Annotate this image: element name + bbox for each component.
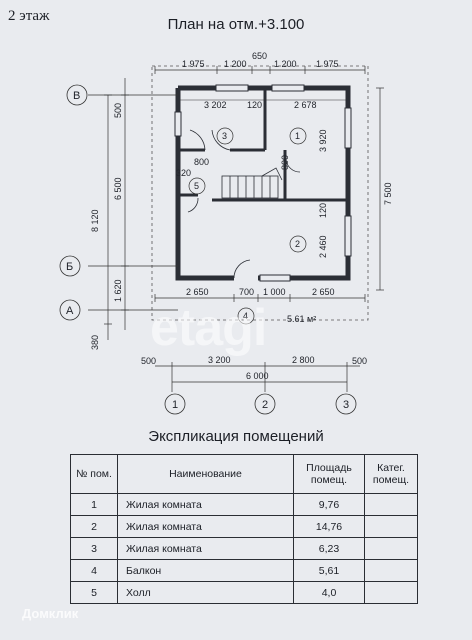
staircase xyxy=(221,167,283,199)
row-area: 9,76 xyxy=(293,493,365,516)
row-name: Жилая комната xyxy=(117,493,294,516)
row-area: 4,0 xyxy=(293,581,365,604)
axis-1: 1 xyxy=(172,399,178,411)
row-cat xyxy=(364,515,418,538)
row-area: 6,23 xyxy=(293,537,365,560)
dim-320: 320 xyxy=(176,168,191,178)
dim-top-5: 1 975 xyxy=(316,59,339,69)
dim-outer-1: 500 xyxy=(141,356,156,366)
table-row: 4 Балкон 5,61 xyxy=(70,559,418,582)
table-header-row: № пом. Наименование Площадь помещ. Катег… xyxy=(70,454,418,494)
header-area: Площадь помещ. xyxy=(293,454,365,494)
dim-left-1620: 1 620 xyxy=(113,279,123,302)
dim-inner-1: 3 202 xyxy=(204,100,227,110)
floor-plan-drawing: 1 975 1 200 650 1 200 1 975 xyxy=(59,51,393,415)
dim-top-4: 1 200 xyxy=(274,59,297,69)
dim-inner-right-1: 3 920 xyxy=(318,129,328,152)
row-cat xyxy=(364,537,418,560)
row-cat xyxy=(364,581,418,604)
table-row: 3 Жилая комната 6,23 xyxy=(70,537,418,560)
axis-2: 2 xyxy=(262,399,268,411)
axis-v: В xyxy=(73,90,80,102)
dim-left-500: 500 xyxy=(113,103,123,118)
dim-inner-3: 2 678 xyxy=(294,100,317,110)
dim-right-7500: 7 500 xyxy=(383,182,393,205)
row-name: Жилая комната xyxy=(117,515,294,538)
table-row: 1 Жилая комната 9,76 xyxy=(70,493,418,516)
row-name: Балкон xyxy=(117,559,294,582)
dim-inner-2: 120 xyxy=(247,100,262,110)
axis-be: Б xyxy=(66,261,73,273)
dim-top-3: 650 xyxy=(252,51,267,61)
table-row: 2 Жилая комната 14,76 xyxy=(70,515,418,538)
dim-left-380: 380 xyxy=(90,335,100,350)
dim-inner-right-3: 2 460 xyxy=(318,235,328,258)
row-cat xyxy=(364,559,418,582)
outer-walls xyxy=(175,85,351,281)
dim-bottom-3: 1 000 xyxy=(263,287,286,297)
row-area: 14,76 xyxy=(293,515,365,538)
table-row: 5 Холл 4,0 xyxy=(70,581,418,604)
top-dimension-line xyxy=(154,66,366,74)
row-num: 1 xyxy=(70,493,118,516)
row-name: Жилая комната xyxy=(117,537,294,560)
room-4-number: 4 xyxy=(243,311,248,321)
dim-outer-4: 500 xyxy=(352,356,367,366)
row-name: Холл xyxy=(117,581,294,604)
room-3-number: 3 xyxy=(222,131,227,141)
row-num: 5 xyxy=(70,581,118,604)
axis-3: 3 xyxy=(343,399,349,411)
room-2-number: 2 xyxy=(295,239,300,249)
dim-outer-2: 3 200 xyxy=(208,355,231,365)
room-markers xyxy=(188,127,307,325)
brand-watermark: Домклик xyxy=(22,606,79,621)
room-5-number: 5 xyxy=(194,181,199,191)
dim-left-6500: 6 500 xyxy=(113,177,123,200)
right-dimension-line xyxy=(376,87,384,291)
bottom-dimension-line xyxy=(154,294,366,302)
dim-bottom-2: 700 xyxy=(239,287,254,297)
dim-bottom-4: 2 650 xyxy=(312,287,335,297)
dim-bottom-1: 2 650 xyxy=(186,287,209,297)
explication-table: № пом. Наименование Площадь помещ. Катег… xyxy=(70,454,418,604)
axis-markers xyxy=(59,84,357,415)
left-dimension-lines xyxy=(88,78,178,340)
dim-inner-right-2: 120 xyxy=(318,203,328,218)
header-num: № пом. xyxy=(70,454,118,494)
row-num: 3 xyxy=(70,537,118,560)
watermark: etagi xyxy=(150,299,267,357)
axis-a: А xyxy=(66,305,74,317)
explication-title: Экспликация помещений xyxy=(148,428,324,445)
header-name: Наименование xyxy=(117,454,294,494)
dim-top-1: 1 975 xyxy=(182,59,205,69)
row-num: 2 xyxy=(70,515,118,538)
dim-outer-3: 2 800 xyxy=(292,355,315,365)
outer-dimension-lines xyxy=(155,362,360,392)
dim-door-800-b: 800 xyxy=(280,155,290,170)
row-cat xyxy=(364,493,418,516)
windows xyxy=(174,84,352,282)
room-1-number: 1 xyxy=(295,131,300,141)
balcony-area: 5.61 м² xyxy=(287,314,316,324)
door-swings xyxy=(187,129,301,279)
roof-outline xyxy=(151,65,369,321)
dim-top-2: 1 200 xyxy=(224,59,247,69)
row-num: 4 xyxy=(70,559,118,582)
dim-total: 6 000 xyxy=(246,371,269,381)
header-cat: Катег. помещ. xyxy=(364,454,418,494)
floor-label: 2 этаж xyxy=(8,8,50,24)
dim-left-8120: 8 120 xyxy=(90,209,100,232)
dim-door-800-a: 800 xyxy=(194,157,209,167)
row-area: 5,61 xyxy=(293,559,365,582)
plan-title: План на отм.+3.100 xyxy=(167,16,305,33)
